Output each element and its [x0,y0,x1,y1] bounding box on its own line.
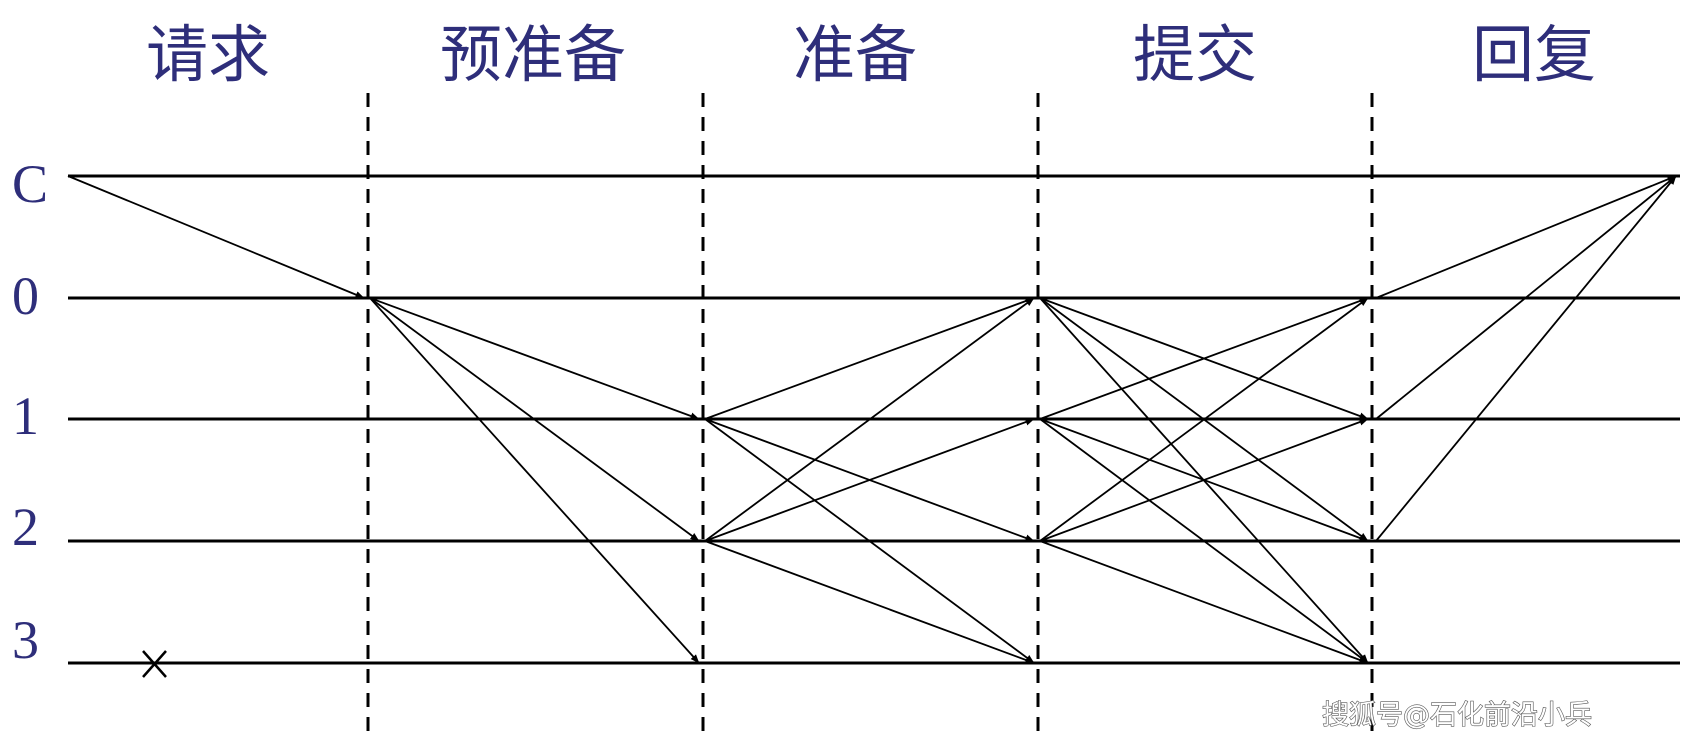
message-arrow-commit-2-to-1 [1039,418,1369,542]
node-timelines [68,174,1680,665]
message-arrow-reply-2-to-C [1375,175,1677,542]
message-arrow-commit-2-to-0 [1039,297,1369,542]
node-labels: C 0 1 2 3 [12,154,48,670]
phase-title-pre-prepare: 预准备 [440,18,626,91]
watermark: 搜狐号@石化前沿小兵 [1322,700,1592,731]
message-arrow-prepare-1-to-0 [704,297,1035,420]
message-arrow-prepare-1-to-3 [704,418,1035,664]
message-arrow-reply-0-to-C [1375,175,1677,299]
phase-boundaries [366,93,1374,735]
message-arrow-reply-1-to-C [1375,175,1677,420]
crash-marker-icon [142,650,167,678]
phase-title-request: 请求 [146,18,270,91]
node-label-1: 1 [12,386,39,446]
node-label-0: 0 [12,266,39,326]
node-label-3: 3 [12,610,39,670]
message-arrow-pre-prepare-0-to-2 [369,297,700,542]
message-arrow-commit-1-to-3 [1039,418,1369,664]
message-arrows [67,175,1677,664]
node-label-2: 2 [12,497,39,557]
message-arrow-request-C-to-0 [67,175,365,299]
message-arrow-prepare-2-to-3 [704,540,1035,664]
message-arrow-commit-2-to-3 [1039,540,1369,664]
phase-title-reply: 回复 [1472,18,1596,91]
message-arrow-prepare-2-to-0 [704,297,1035,542]
phase-title-commit: 提交 [1133,18,1257,91]
node-label-c: C [12,154,48,214]
phase-titles: 请求 预准备 准备 提交 回复 [146,18,1596,91]
message-arrow-pre-prepare-0-to-1 [369,297,700,420]
phase-title-prepare: 准备 [793,18,917,91]
message-arrow-pre-prepare-0-to-3 [369,297,700,664]
message-arrow-commit-1-to-0 [1039,297,1369,420]
message-arrow-prepare-2-to-1 [704,418,1035,542]
